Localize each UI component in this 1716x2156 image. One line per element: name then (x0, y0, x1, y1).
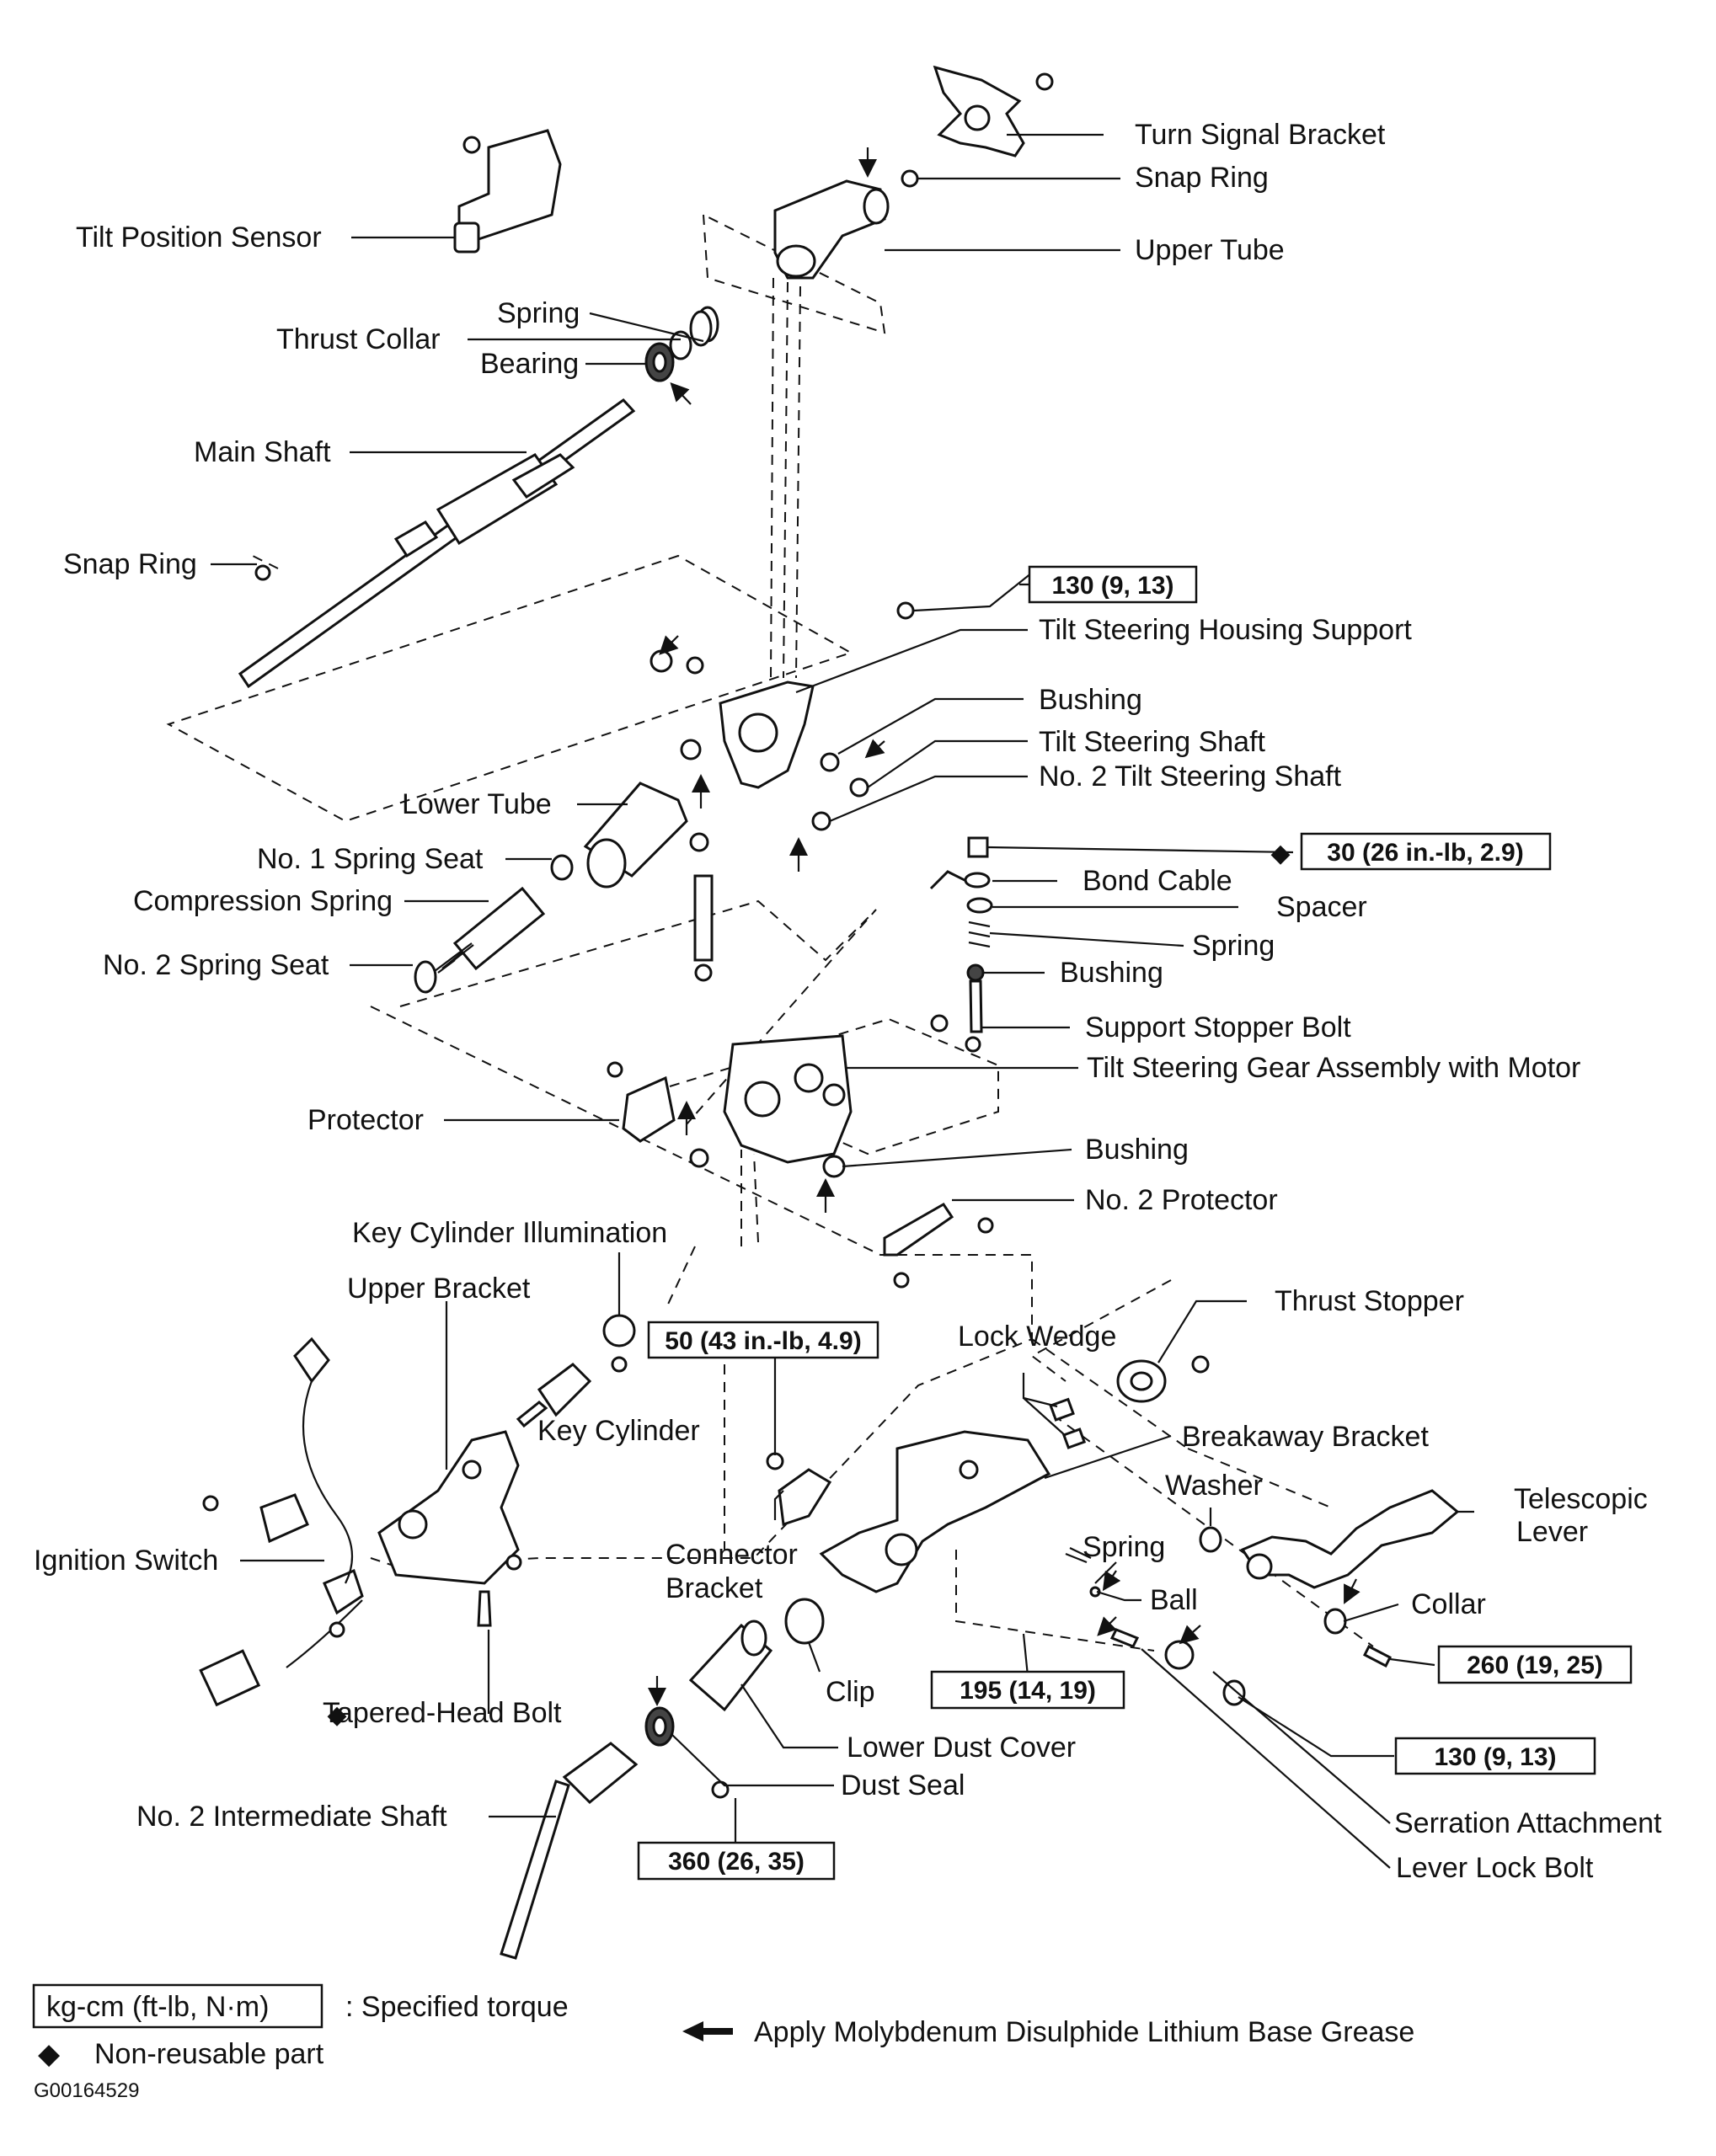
label-connector-bracket-2: Bracket (666, 1572, 763, 1604)
compression-spring (452, 886, 546, 971)
torque-30: 30 (26 in.-lb, 2.9) (1327, 839, 1523, 867)
label-telescopic-lever-2: Lever (1516, 1516, 1588, 1548)
non-reusable-diamond-bolt: ◆ (327, 1701, 346, 1729)
label-collar: Collar (1411, 1588, 1486, 1620)
no2-protector (883, 1203, 954, 1257)
label-bond-cable: Bond Cable (1083, 865, 1232, 897)
torque-130-a: 130 (9, 13) (1051, 572, 1173, 600)
grease-arrow-icon (682, 2021, 733, 2041)
telescopic-lever (1240, 1489, 1460, 1589)
label-support-stopper-bolt: Support Stopper Bolt (1085, 1011, 1351, 1043)
label-key-cylinder: Key Cylinder (537, 1415, 700, 1447)
label-upper-tube: Upper Tube (1135, 234, 1285, 266)
label-no2-tilt-steering-shaft: No. 2 Tilt Steering Shaft (1039, 760, 1342, 792)
legend-diamond: ◆ (38, 2038, 61, 2070)
serration-attachment (1164, 1640, 1195, 1670)
key-cylinder-illumination (602, 1314, 636, 1348)
figure-id: G00164529 (34, 2079, 139, 2102)
label-key-cylinder-illumination: Key Cylinder Illumination (352, 1217, 667, 1249)
non-reusable-diamond-30: ◆ (1270, 840, 1290, 867)
label-bushing-2: Bushing (1060, 957, 1163, 989)
snap-ring-top (901, 169, 919, 188)
label-no1-spring-seat: No. 1 Spring Seat (257, 843, 484, 875)
legend-non-reusable: Non-reusable part (94, 2038, 324, 2070)
label-bushing-3: Bushing (1085, 1134, 1189, 1166)
label-upper-bracket: Upper Bracket (347, 1273, 531, 1305)
label-tilt-gear-assembly: Tilt Steering Gear Assembly with Motor (1087, 1052, 1580, 1084)
clip (784, 1598, 825, 1645)
label-serration-attachment: Serration Attachment (1394, 1807, 1662, 1839)
label-connector-bracket-1: Connector (666, 1539, 798, 1571)
label-tilt-position-sensor: Tilt Position Sensor (76, 221, 322, 253)
label-spring-lower: Spring (1083, 1531, 1165, 1563)
label-thrust-stopper: Thrust Stopper (1275, 1285, 1464, 1317)
upper-bracket (377, 1430, 520, 1585)
label-snap-ring-left: Snap Ring (63, 548, 197, 580)
label-compression-spring: Compression Spring (133, 885, 393, 917)
leader-lines (211, 133, 1474, 1869)
label-bushing-1: Bushing (1039, 684, 1142, 716)
label-lever-lock-bolt: Lever Lock Bolt (1396, 1852, 1594, 1884)
collar (1323, 1608, 1347, 1635)
grease-arrows (648, 147, 1361, 1706)
tilt-position-sensor (457, 129, 562, 242)
legend: kg-cm (ft-lb, N·m) : Specified torque ◆ … (32, 1983, 1414, 2102)
label-protector: Protector (307, 1104, 424, 1136)
connector-bracket (778, 1468, 832, 1527)
torque-130-b: 130 (9, 13) (1434, 1743, 1556, 1771)
no1-spring-seat (550, 854, 574, 881)
label-spring-right: Spring (1192, 930, 1275, 962)
label-tilt-steering-shaft: Tilt Steering Shaft (1039, 726, 1266, 758)
label-lower-dust-cover: Lower Dust Cover (847, 1732, 1076, 1764)
key-cylinder (537, 1363, 592, 1417)
label-ball: Ball (1150, 1584, 1198, 1616)
label-thrust-collar: Thrust Collar (276, 323, 441, 355)
snap-ring-left (254, 564, 271, 581)
washer (1199, 1526, 1222, 1553)
torque-specs: 130 (9, 13) ◆ 30 (26 in.-lb, 2.9) 50 (43… (327, 565, 1633, 1881)
label-dust-seal: Dust Seal (841, 1769, 965, 1801)
label-lower-tube: Lower Tube (402, 788, 552, 820)
label-breakaway-bracket: Breakaway Bracket (1182, 1421, 1429, 1453)
torque-260: 260 (19, 25) (1467, 1652, 1603, 1679)
parts (199, 65, 1460, 1960)
label-bearing: Bearing (480, 348, 579, 380)
torque-360: 360 (26, 35) (668, 1848, 805, 1876)
label-clip: Clip (826, 1676, 875, 1708)
label-lock-wedge: Lock Wedge (958, 1321, 1116, 1353)
legend-torque-desc: : Specified torque (345, 1991, 569, 2023)
part-labels: Turn Signal Bracket Snap Ring Upper Tube… (34, 119, 1662, 1884)
label-main-shaft: Main Shaft (194, 436, 331, 468)
label-washer: Washer (1165, 1470, 1263, 1502)
label-tapered-head-bolt: Tapered-Head Bolt (323, 1697, 562, 1729)
label-telescopic-lever-1: Telescopic (1514, 1483, 1648, 1515)
torque-50: 50 (43 in.-lb, 4.9) (665, 1327, 861, 1355)
label-turn-signal-bracket: Turn Signal Bracket (1135, 119, 1386, 151)
legend-torque-unit: kg-cm (ft-lb, N·m) (46, 1991, 269, 2023)
ignition-switch (293, 1337, 330, 1384)
bushing-right (966, 963, 985, 982)
lock-wedge (1049, 1397, 1075, 1422)
torque-195: 195 (14, 19) (960, 1677, 1096, 1705)
tapered-head-bolt (477, 1590, 492, 1627)
label-tilt-steering-housing-support: Tilt Steering Housing Support (1039, 614, 1412, 646)
label-spacer: Spacer (1276, 891, 1367, 923)
legend-grease: Apply Molybdenum Disulphide Lithium Base… (754, 2016, 1414, 2048)
protector (622, 1075, 676, 1143)
breakaway-bracket (819, 1430, 1051, 1593)
label-no2-spring-seat: No. 2 Spring Seat (103, 949, 329, 981)
label-snap-ring-top: Snap Ring (1135, 162, 1269, 194)
spacer (966, 897, 993, 914)
label-no2-protector: No. 2 Protector (1085, 1184, 1278, 1216)
tilt-gear-assembly (723, 1034, 853, 1164)
lever-lock-bolt (1109, 1628, 1140, 1648)
label-spring-top: Spring (497, 297, 580, 329)
no2-intermediate-shaft (500, 1780, 570, 1960)
label-no2-intermediate-shaft: No. 2 Intermediate Shaft (136, 1801, 447, 1833)
no2-spring-seat (414, 960, 437, 994)
label-ignition-switch: Ignition Switch (34, 1545, 218, 1577)
